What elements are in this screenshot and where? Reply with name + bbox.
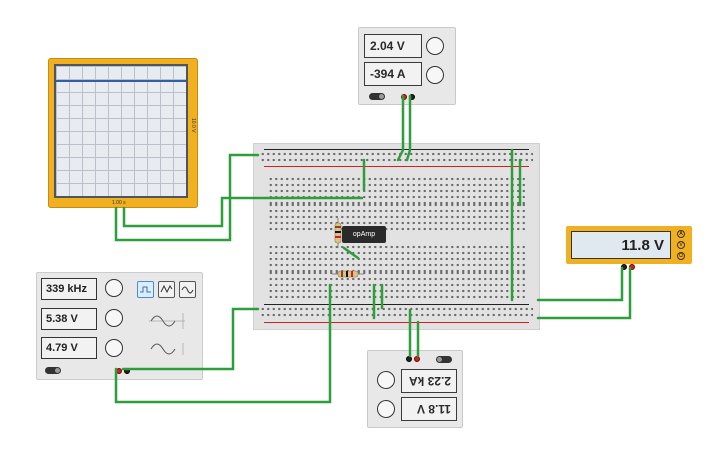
current-knob[interactable] bbox=[426, 66, 444, 84]
terminal-strip-bottom-2[interactable] bbox=[268, 270, 525, 300]
offset-knob[interactable] bbox=[105, 339, 123, 357]
wire-supply-top-positive bbox=[396, 94, 405, 162]
power-supply-current-display: -394 A bbox=[364, 62, 422, 86]
amplitude-display: 5.38 V bbox=[41, 308, 97, 330]
multimeter-reading: 11.8 V bbox=[571, 231, 671, 259]
waveform-diagram-icon bbox=[149, 313, 185, 355]
top-rail-negative-line bbox=[264, 149, 529, 150]
terminal-strip-top-2[interactable] bbox=[268, 202, 525, 232]
frequency-display: 339 kHz bbox=[41, 278, 97, 300]
triangle-wave-icon bbox=[160, 284, 173, 294]
frequency-knob[interactable] bbox=[105, 279, 123, 297]
top-rail-positive-line bbox=[264, 166, 529, 167]
function-generator[interactable]: 339 kHz 5.38 V 4.79 V bbox=[36, 272, 203, 380]
terminal-strip-top[interactable] bbox=[268, 176, 525, 206]
sine-wave-icon bbox=[181, 286, 194, 294]
oscilloscope-screen bbox=[54, 64, 188, 198]
offset-display: 4.79 V bbox=[41, 337, 97, 359]
voltage-knob[interactable] bbox=[426, 37, 444, 55]
oscilloscope-volts-per-div: 10.0 V bbox=[190, 118, 196, 133]
amplitude-knob[interactable] bbox=[105, 309, 123, 327]
opamp-chip-label: opAmp bbox=[352, 231, 376, 238]
power-supply-top[interactable]: 2.04 V -394 A bbox=[358, 27, 456, 105]
sine-wave-button[interactable] bbox=[179, 281, 196, 298]
resistor-vertical[interactable] bbox=[334, 218, 342, 248]
oscilloscope-time-per-div: 1.00 s bbox=[112, 200, 126, 206]
triangle-wave-button[interactable] bbox=[158, 281, 175, 298]
wire-meter-negative bbox=[536, 266, 624, 302]
wire-fg-negative bbox=[114, 283, 332, 404]
square-wave-button[interactable] bbox=[137, 281, 154, 298]
oscilloscope-trace bbox=[56, 80, 186, 82]
bottom-rail-negative-line bbox=[264, 304, 529, 305]
wire-supply-top-negative bbox=[405, 94, 412, 162]
wire-meter-positive bbox=[536, 266, 632, 320]
multimeter-mode-ohms[interactable]: Ω bbox=[677, 252, 685, 260]
multimeter-mode-volts[interactable]: V bbox=[677, 241, 685, 249]
bottom-power-rail[interactable] bbox=[260, 306, 533, 320]
terminal-strip-bottom[interactable] bbox=[268, 244, 525, 274]
oscilloscope[interactable]: 10.0 V 1.00 s bbox=[48, 58, 198, 208]
wire-jumper-4 bbox=[342, 246, 360, 260]
opamp-chip[interactable]: opAmp bbox=[342, 226, 386, 243]
multimeter[interactable]: 11.8 V A V Ω bbox=[566, 226, 692, 270]
wire-fg-positive bbox=[121, 307, 260, 371]
square-wave-icon bbox=[140, 286, 151, 293]
multimeter-mode-amps[interactable]: A bbox=[677, 230, 685, 238]
wire-scope-1 bbox=[114, 153, 260, 242]
power-supply-voltage-display: 2.04 V bbox=[364, 34, 422, 58]
wire-scope-2 bbox=[122, 196, 364, 228]
fg-power-toggle[interactable] bbox=[45, 367, 61, 374]
top-power-rail[interactable] bbox=[260, 151, 533, 165]
bottom-rail-positive-line bbox=[264, 322, 529, 323]
power-toggle[interactable] bbox=[369, 93, 385, 100]
breadboard[interactable] bbox=[253, 143, 540, 330]
resistor-horizontal[interactable] bbox=[332, 270, 364, 278]
